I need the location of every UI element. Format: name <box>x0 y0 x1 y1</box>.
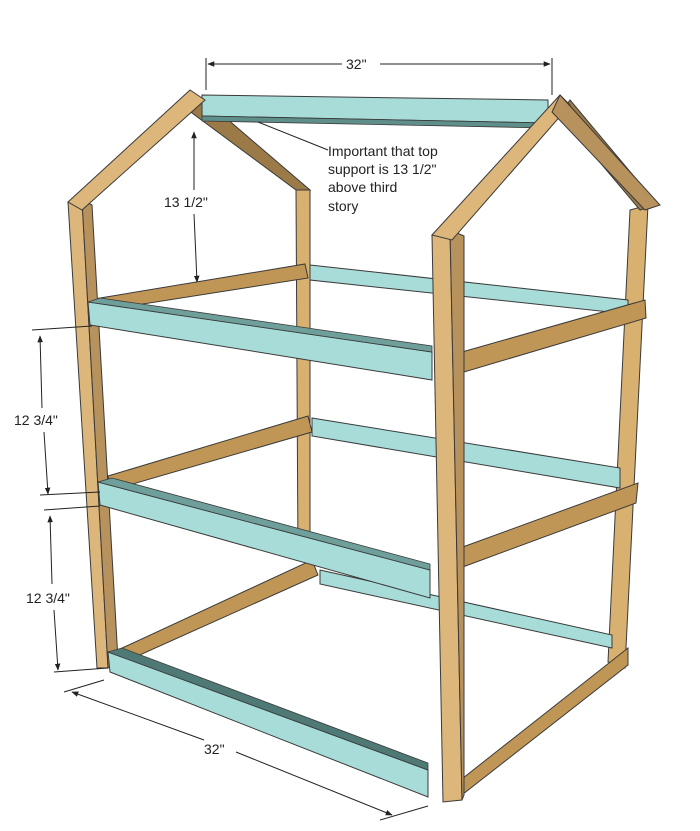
upper-story-height-label: 12 3/4" <box>14 412 58 428</box>
back-right-post <box>607 204 649 669</box>
note-line-2: support is 13 1/2" <box>328 161 437 177</box>
note-line-4: story <box>328 198 358 214</box>
note-line-3: above third <box>328 179 397 195</box>
right-side-rail-middle <box>459 482 639 569</box>
bottom-width-label: 32" <box>204 741 225 757</box>
right-side-rail-lower <box>457 646 629 800</box>
front-left-rafter <box>67 89 206 211</box>
roof-height-label: 13 1/2" <box>164 194 208 210</box>
left-side-rail-middle <box>107 415 313 491</box>
lower-story-height-label: 12 3/4" <box>26 590 70 606</box>
support-note: Important that top support is 13 1/2" ab… <box>328 143 438 214</box>
front-rail-lower-top <box>106 647 429 771</box>
dimension-lines <box>31 58 553 821</box>
back-rail-middle <box>311 417 621 489</box>
front-right-rafter-right <box>551 94 661 211</box>
back-rail-upper <box>309 264 629 315</box>
front-rail-middle-top <box>96 477 431 571</box>
front-right-post-side <box>449 229 465 801</box>
left-side-rail-lower <box>117 559 319 663</box>
back-left-post <box>295 189 311 561</box>
back-rail-lower <box>319 569 613 649</box>
front-rail-lower <box>107 651 429 798</box>
front-frame <box>67 89 661 803</box>
front-rail-upper-top <box>87 297 433 353</box>
note-line-1: Important that top <box>328 143 438 159</box>
front-right-rafter-left <box>431 94 571 241</box>
top-width-label: 32" <box>346 56 367 72</box>
right-side-rail-upper <box>461 299 647 373</box>
front-rail-middle <box>97 481 431 599</box>
